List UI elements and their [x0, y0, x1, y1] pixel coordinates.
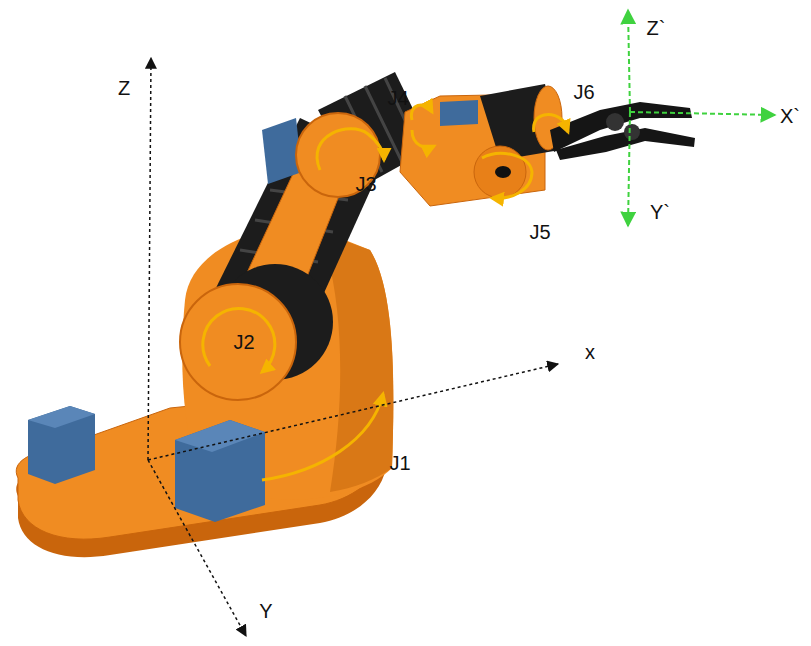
hub-hole: [495, 166, 511, 178]
axis-label: x: [585, 342, 595, 362]
world-axes: [148, 58, 558, 636]
joint-label: J2: [233, 332, 254, 352]
joint-arrow: [317, 129, 384, 170]
servo-top: [175, 420, 265, 452]
joint-label: J3: [355, 174, 376, 194]
tool-axis-label: Z`: [647, 18, 666, 38]
axis-label: Z: [118, 78, 130, 98]
joint-label: J1: [389, 453, 410, 473]
z-axis: [148, 58, 151, 460]
servo-top: [28, 406, 95, 428]
joint-label: J4: [387, 88, 408, 108]
joint-arrow: [534, 115, 568, 132]
tool-axis-label: X`: [780, 106, 800, 126]
elbow-hub: [296, 113, 380, 197]
joint-label: J5: [529, 222, 550, 242]
tool-z-axis: [628, 10, 630, 112]
axis-label: Y: [259, 601, 272, 621]
joint-arrow: [262, 394, 383, 480]
shoulder-hub: [180, 284, 296, 400]
joint-arrow: [203, 308, 275, 372]
servo: [28, 406, 95, 484]
gripper-gear: [624, 124, 640, 140]
y-axis: [148, 460, 246, 636]
tool-y-axis: [628, 112, 630, 226]
joint-arrow: [411, 105, 432, 120]
tool-x-axis: [630, 112, 775, 115]
joint-arrows: [203, 105, 568, 480]
x-axis: [148, 364, 558, 460]
servo: [175, 420, 265, 522]
gripper-gear: [606, 113, 624, 131]
servo: [440, 100, 478, 126]
joint-arrow: [482, 153, 532, 198]
tool-axes: [628, 10, 775, 226]
joint-label: J6: [573, 82, 594, 102]
joint-arrow: [412, 130, 434, 147]
tool-axis-label: Y`: [650, 202, 670, 222]
